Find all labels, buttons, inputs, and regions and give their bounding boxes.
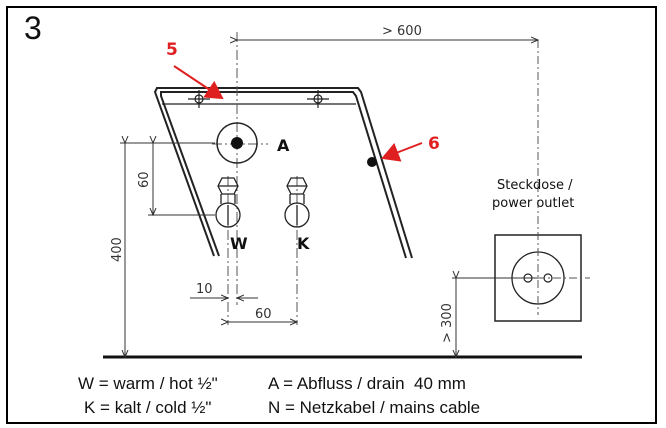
dim-top: > 600 xyxy=(382,24,422,39)
label-outlet-line1: Steckdose / xyxy=(497,178,573,193)
warm-water-connection xyxy=(215,177,241,228)
dim-10: 10 xyxy=(196,282,213,297)
callout-6: 6 xyxy=(381,134,440,162)
mains-cable-point xyxy=(367,157,377,167)
callout-5: 5 xyxy=(166,40,224,100)
cold-water-connection xyxy=(284,177,310,228)
label-cold: K xyxy=(297,234,310,253)
legend-row2-left: K = kalt / cold ½" xyxy=(84,398,212,417)
label-drain: A xyxy=(277,136,290,155)
dim-300: > 300 xyxy=(440,303,455,343)
drain-opening xyxy=(216,122,258,164)
callout-6-number: 6 xyxy=(428,134,440,154)
label-outlet-line2: power outlet xyxy=(492,196,574,211)
figure-number: 3 xyxy=(24,10,42,46)
dimension-lines xyxy=(120,40,538,357)
dim-400: 400 xyxy=(110,237,125,262)
callout-5-number: 5 xyxy=(166,40,178,60)
mounting-bracket xyxy=(153,87,413,259)
dim-60-horizontal: 60 xyxy=(255,307,272,322)
legend-row1-right: A = Abfluss / drain 40 mm xyxy=(268,374,466,393)
legend-row1-left: W = warm / hot ½" xyxy=(78,374,218,393)
legend-row2-right: N = Netzkabel / mains cable xyxy=(268,398,481,417)
dim-60-vertical: 60 xyxy=(137,171,152,188)
label-warm: W xyxy=(230,234,248,253)
figure-frame xyxy=(6,6,657,424)
